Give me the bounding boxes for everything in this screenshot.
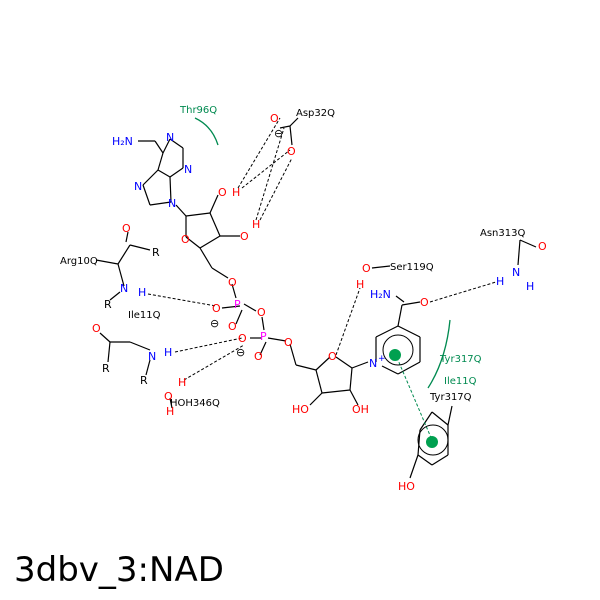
atom-o-bridge: O [257,306,266,319]
residue-labels: Thr96Q Asp32Q Asn313Q Arg10Q Ile11Q Ser1… [60,105,525,409]
atom-r-arg10-b: R [104,298,112,311]
atom-o-ser119: O [362,262,371,275]
atom-o-ribose2-ring: O [328,350,337,363]
atom-o-ribose1-ring: O [181,233,190,246]
label-ile11-contact: Ile11Q [444,376,477,387]
contact-arcs [194,117,451,389]
ring-centroid-tyrosine [426,436,438,448]
atom-oh-ribose2: OH [352,403,369,416]
label-asn313: Asn313Q [480,228,525,239]
atom-o-asp32-b: O [287,145,296,158]
atom-o-ribose1-3: O [240,230,249,243]
aromatic-rings [382,334,449,456]
atom-o-ile11: O [92,322,101,335]
atom-o-p1-left: O [212,302,221,315]
atom-h-hoh-b: H [166,405,174,418]
atom-n-asn313: N [512,266,520,279]
label-asp32: Asp32Q [296,108,335,119]
tyr317-contact-arc [427,319,451,389]
atom-o-amide: O [420,296,429,309]
atom-o-p2-left: O [238,332,247,345]
atom-p2: P [260,330,267,343]
label-arg10: Arg10Q [60,256,98,267]
label-ser119: Ser119Q [390,262,434,273]
atom-o-ribose1-2: O [218,186,227,199]
atom-o-p2-right: O [284,336,293,349]
label-tyr317-contact: Tyr317Q [439,354,482,365]
atom-o-p2-down: O [254,350,263,363]
atom-p1: P [234,298,241,311]
atom-n-ile11: N [148,350,156,363]
atom-r-ile11-a: R [102,362,110,375]
atom-charge-p2: ⊖ [236,346,245,359]
ligand-caption: 3dbv_3:NAD [14,550,224,590]
atom-r-ile11-b: R [140,374,148,387]
atom-h-ile11: H [164,346,172,359]
atom-n9: N [168,197,176,210]
atom-ho-tyr317: HO [398,480,415,493]
atom-o-hoh: O [164,390,173,403]
atom-o5-ribose1: O [228,276,237,289]
atom-n7: N [134,180,142,193]
atom-nh2-amide: H₂N [370,288,391,301]
atom-charge-asp32: ⊖ [274,127,283,140]
atom-nh2-adenine: H₂N [112,135,133,148]
atom-o-p1-down: O [228,320,237,333]
ring-centroid-nicotinamide [389,349,401,361]
atom-plus-nicotinamide: + [378,354,386,364]
atom-h-hoh-a: H [178,376,186,389]
label-thr96: Thr96Q [179,105,217,116]
atom-h-ser119: H [356,278,364,291]
atom-labels: H₂N N N N N O O H O H O P O O O ⊖ P O O … [92,112,547,493]
atom-h-asn313-a: H [496,275,504,288]
atom-ho-ribose2: HO [292,403,309,416]
thr96-contact-arc [194,117,219,146]
label-ile11-a: Ile11Q [128,310,161,321]
atom-h-ribose1-3: H [252,218,260,231]
pi-stacking-line [394,352,433,441]
bonds [95,117,537,479]
atom-h-ribose1-2: H [232,186,240,199]
atom-charge-p1: ⊖ [210,317,219,330]
atom-r-arg10-a: R [152,246,160,259]
atom-n-arg10: N [120,282,128,295]
label-hoh346: HOH346Q [170,398,220,409]
label-tyr317-ring: Tyr317Q [429,392,472,403]
atom-n-nicotinamide: N [369,357,377,370]
atom-h-asn313-b: H [526,280,534,293]
atom-o-arg10: O [122,222,131,235]
atom-o-asp32-a: O [270,112,279,125]
atom-n1: N [166,131,174,144]
atom-h-arg10: H [138,286,146,299]
atom-o-asn313: O [538,240,547,253]
hydrogen-bonds [147,117,497,381]
atom-n3: N [184,163,192,176]
